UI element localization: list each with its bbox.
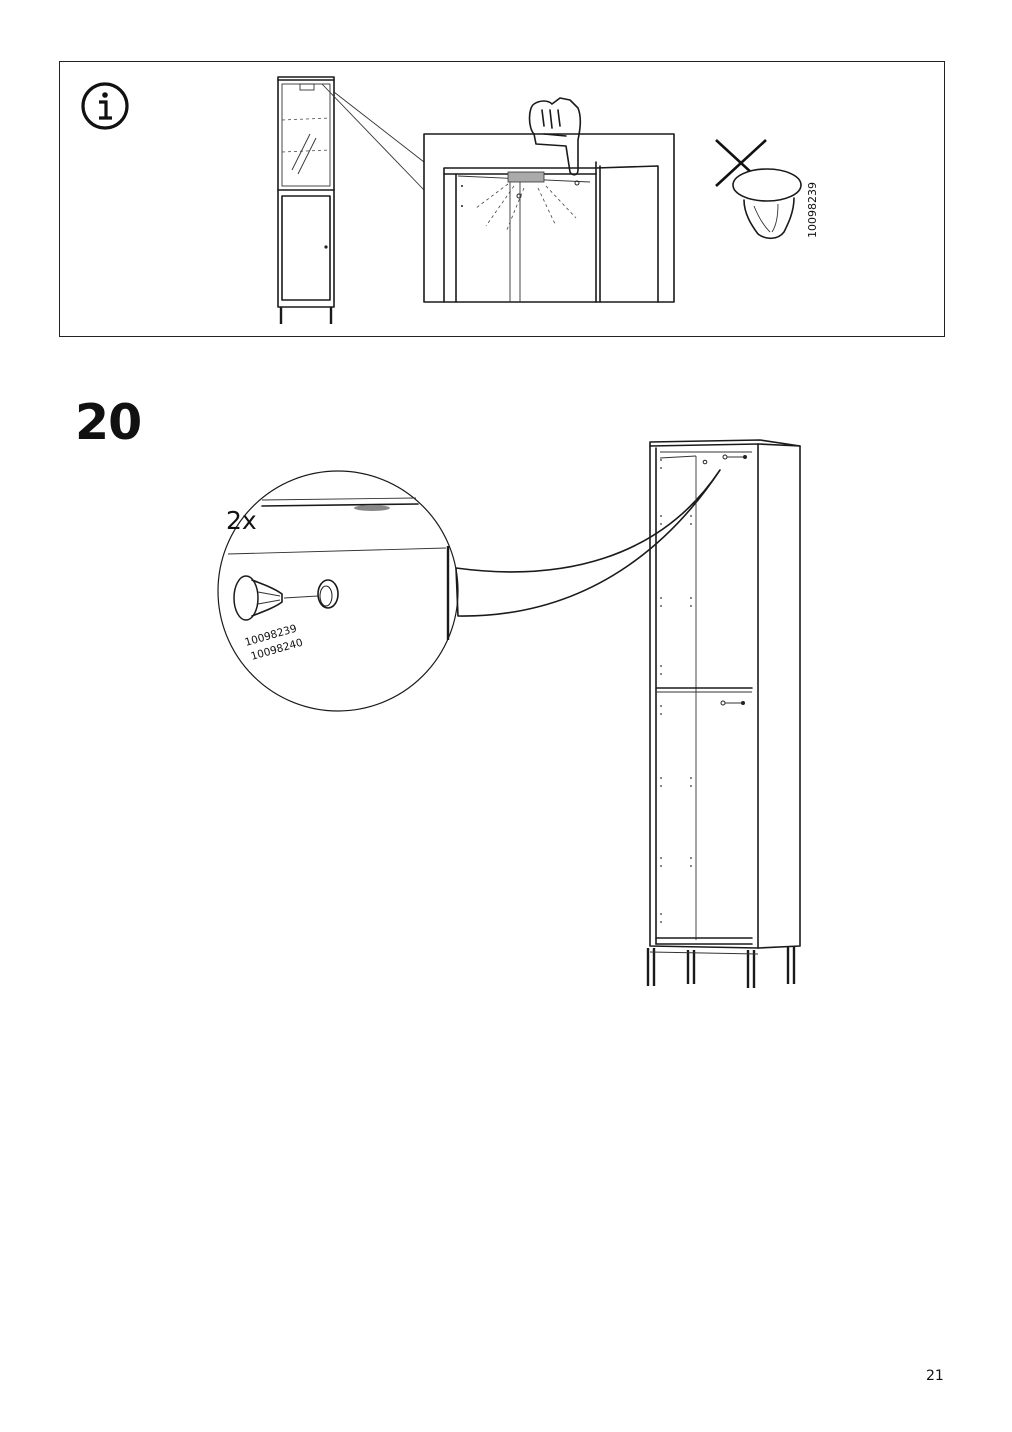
info-part-number: 10098239 bbox=[806, 182, 819, 238]
page-number: 21 bbox=[926, 1368, 944, 1384]
info-panel-illustration: 10098239 bbox=[81, 76, 819, 324]
hand-press-icon bbox=[528, 97, 582, 176]
detail-magnifier bbox=[217, 470, 459, 712]
info-circle-icon bbox=[81, 82, 129, 130]
quantity-label: 2x bbox=[226, 506, 257, 535]
small-cabinet-drawing bbox=[277, 76, 425, 324]
tall-cabinet-drawing bbox=[646, 439, 801, 988]
light-detail-view bbox=[423, 133, 675, 303]
detail-callout bbox=[455, 469, 721, 617]
step-illustration: 2x 10098239 10098240 bbox=[217, 439, 801, 988]
bumper-part-drawing bbox=[732, 168, 802, 240]
step-number: 20 bbox=[75, 394, 142, 451]
info-panel bbox=[59, 61, 945, 337]
